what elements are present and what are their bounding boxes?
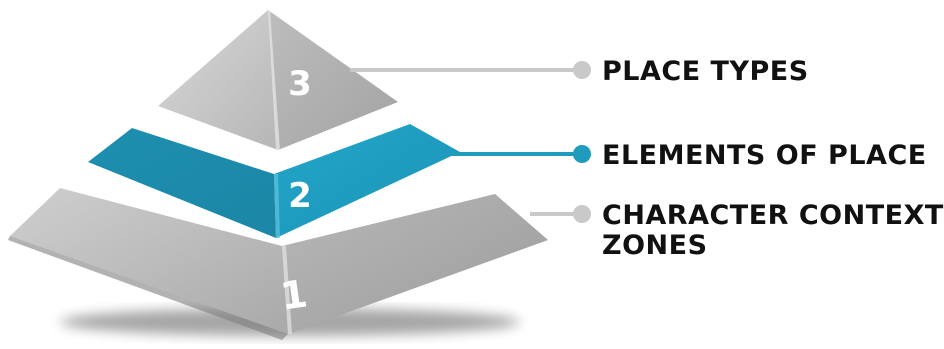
connector-place-types — [350, 61, 591, 79]
label-elements-of-place: ELEMENTS OF PLACE — [602, 140, 927, 171]
label-place-types: PLACE TYPES — [602, 56, 809, 87]
tier-2-number: 2 — [288, 176, 312, 216]
connector-character-context-zones — [530, 205, 591, 223]
connector-elements-of-place — [444, 145, 591, 163]
tier-3-left-face — [158, 10, 278, 150]
connector-dot — [573, 61, 591, 79]
tier-3-number: 3 — [288, 64, 312, 104]
label-character-context-line-2: ZONES — [602, 230, 708, 261]
tier-3-pyramid — [158, 10, 398, 150]
label-character-context-line-1: CHARACTER CONTEXT — [602, 200, 944, 231]
connector-dot — [573, 145, 591, 163]
connector-dot — [573, 205, 591, 223]
